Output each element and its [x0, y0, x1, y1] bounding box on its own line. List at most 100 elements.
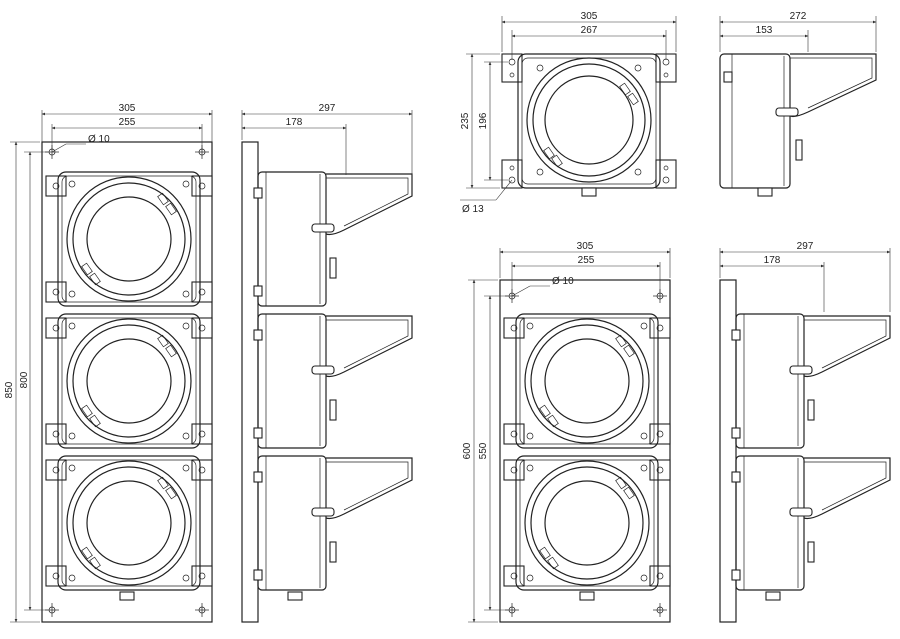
screw: [182, 290, 190, 298]
signal-head: [45, 313, 213, 449]
latch: [165, 486, 177, 500]
housing-edge: [519, 459, 655, 587]
housing: [735, 455, 805, 591]
mounting-bracket: [503, 565, 525, 587]
bolt-hole: [656, 430, 664, 438]
bolt-hole: [52, 430, 60, 438]
signal-head-side: [253, 455, 413, 591]
visor-ring: [524, 460, 650, 586]
latch: [81, 404, 93, 418]
clamp: [731, 569, 741, 581]
mounting-bracket: [45, 317, 67, 339]
dim-width-outer: 305: [581, 11, 598, 22]
latch: [89, 556, 101, 570]
dim-height-inner: 800: [19, 371, 30, 388]
latch: [547, 556, 559, 570]
lens: [86, 196, 172, 282]
clamp: [253, 329, 263, 341]
screw: [68, 290, 76, 298]
housing-edge: [61, 459, 197, 587]
visor-edge: [326, 461, 409, 511]
lens-frame: [72, 324, 186, 438]
visor: [803, 315, 891, 378]
housing: [515, 313, 659, 449]
signal-head-side: [253, 171, 413, 307]
latch: [623, 344, 635, 358]
dim-hole-diameter: Ø 10: [88, 134, 110, 145]
screw: [182, 180, 190, 188]
lens-frame: [530, 324, 644, 438]
housing: [515, 455, 659, 591]
visor-hinge: [789, 365, 813, 375]
lens: [86, 338, 172, 424]
single-section-front-view: 305 267 235 196 Ø 13: [460, 11, 677, 215]
screw: [526, 464, 534, 472]
visor-ring: [66, 318, 192, 444]
bolt-hole: [198, 572, 206, 580]
two-section-front-view: 305 255 600 550 Ø 10: [462, 241, 671, 623]
housing: [57, 171, 201, 307]
screw: [182, 574, 190, 582]
mounting-bracket: [45, 175, 67, 197]
visor-hinge: [311, 507, 335, 517]
dim-width-inner: 267: [581, 25, 598, 36]
screw: [640, 464, 648, 472]
bolt-hole: [510, 572, 518, 580]
bolt-hole: [198, 288, 206, 296]
mounting-bracket: [45, 423, 67, 445]
latch: [89, 272, 101, 286]
cable-gland: [329, 541, 337, 563]
latch: [539, 404, 551, 418]
mounting-bracket: [45, 459, 67, 481]
bolt-hole: [52, 288, 60, 296]
latch: [539, 546, 551, 560]
visor-hinge: [311, 365, 335, 375]
latch: [157, 334, 169, 348]
screw: [68, 322, 76, 330]
bolt-hole: [198, 430, 206, 438]
bolt-hole: [52, 466, 60, 474]
signal-head: [45, 455, 213, 591]
mounting-bracket: [649, 317, 671, 339]
housing: [735, 313, 805, 449]
signal-head-side: [731, 313, 891, 449]
visor-ring: [66, 176, 192, 302]
dim-depth-inner: 178: [286, 117, 303, 128]
latch: [89, 414, 101, 428]
mounting-bracket: [191, 175, 213, 197]
dim-depth-inner: 153: [756, 25, 773, 36]
screw: [68, 574, 76, 582]
screw: [182, 464, 190, 472]
housing: [257, 455, 327, 591]
housing: [57, 455, 201, 591]
latch: [81, 262, 93, 276]
latch: [165, 202, 177, 216]
three-section-side-view: 297 178: [241, 103, 413, 623]
latch: [615, 476, 627, 490]
mounting-bracket: [45, 565, 67, 587]
signal-head: [503, 313, 671, 449]
visor: [325, 457, 413, 520]
dim-height-inner: 550: [478, 442, 489, 459]
dim-depth-outer: 272: [790, 11, 807, 22]
mounting-bracket: [191, 565, 213, 587]
bolt-hole: [198, 324, 206, 332]
clamp: [253, 427, 263, 439]
housing-edge: [61, 175, 197, 303]
bolt-hole: [52, 324, 60, 332]
three-section-front-view: 305 255 850 800 Ø 10: [4, 103, 213, 623]
mounting-bracket: [191, 459, 213, 481]
visor-ring: [524, 318, 650, 444]
dim-width-outer: 305: [119, 103, 136, 114]
visor: [325, 315, 413, 378]
dim-width-outer: 305: [577, 241, 594, 252]
bolt-hole: [52, 182, 60, 190]
dim-depth-outer: 297: [319, 103, 336, 114]
screw: [526, 432, 534, 440]
cable-gland: [329, 399, 337, 421]
housing-edge: [519, 317, 655, 445]
screw: [640, 574, 648, 582]
bolt-hole: [510, 430, 518, 438]
dim-height-outer: 850: [4, 381, 15, 398]
